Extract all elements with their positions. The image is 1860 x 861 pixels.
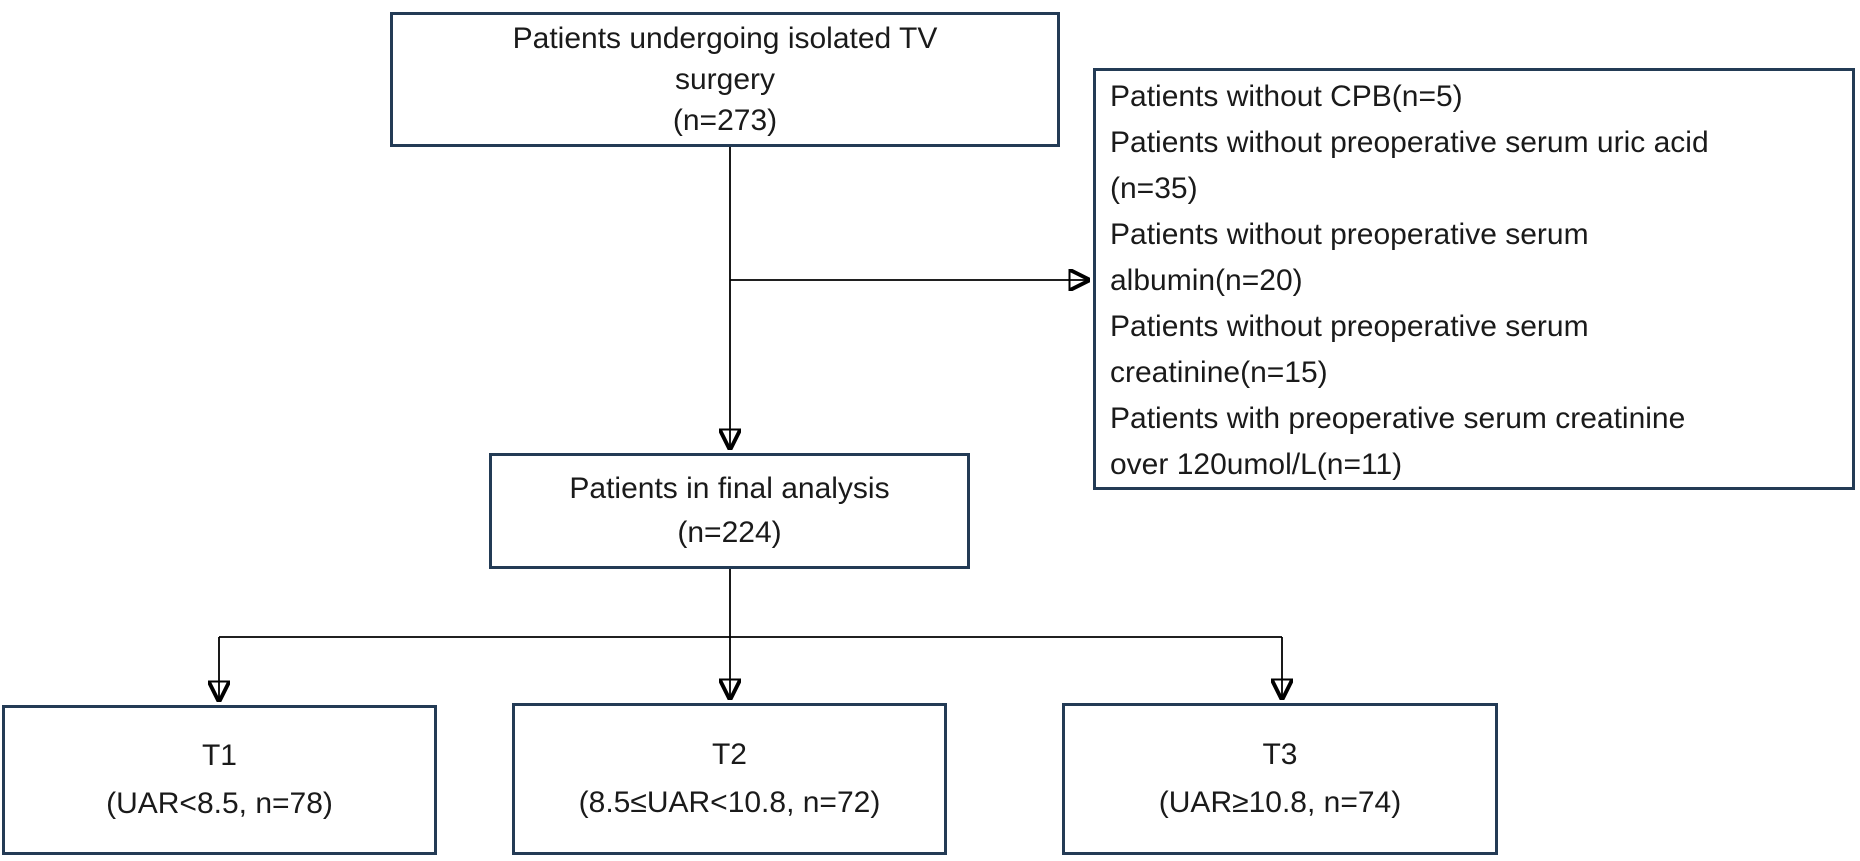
box-total-patients: Patients undergoing isolated TV surgery … [390, 12, 1060, 147]
exclusion-item: Patients with preoperative serum creatin… [1110, 402, 1686, 435]
exclusion-item: over 120umol/L(n=11) [1110, 448, 1403, 481]
total-patients-text-line: surgery [674, 63, 776, 96]
box-tertile-2: T2 (8.5≤UAR<10.8, n=72) [512, 703, 947, 855]
tertile-1-label: T1 [201, 739, 237, 772]
tertile-1-detail: (UAR<8.5, n=78) [106, 787, 333, 820]
exclusion-item: Patients without CPB(n=5) [1110, 80, 1463, 113]
final-analysis-count: (n=224) [677, 516, 782, 549]
exclusion-item: Patients without preoperative serum uric… [1110, 126, 1709, 159]
exclusion-item: Patients without preoperative serum [1110, 310, 1589, 343]
exclusion-item: Patients without preoperative serum [1110, 218, 1589, 251]
box-exclusion-criteria: Patients without CPB(n=5) Patients witho… [1093, 68, 1855, 490]
box-tertile-1: T1 (UAR<8.5, n=78) [2, 705, 437, 855]
total-patients-text-line: Patients undergoing isolated TV [512, 22, 938, 55]
box-final-analysis: Patients in final analysis (n=224) [489, 453, 970, 569]
exclusion-item: (n=35) [1110, 172, 1198, 205]
exclusion-item: creatinine(n=15) [1110, 356, 1328, 389]
final-analysis-text-line: Patients in final analysis [569, 472, 890, 505]
tertile-2-label: T2 [711, 738, 747, 771]
tertile-3-label: T3 [1262, 738, 1298, 771]
tertile-2-detail: (8.5≤UAR<10.8, n=72) [578, 786, 881, 819]
tertile-3-detail: (UAR≥10.8, n=74) [1158, 786, 1402, 819]
total-patients-count: (n=273) [672, 104, 778, 137]
box-tertile-3: T3 (UAR≥10.8, n=74) [1062, 703, 1498, 855]
exclusion-item: albumin(n=20) [1110, 264, 1303, 297]
